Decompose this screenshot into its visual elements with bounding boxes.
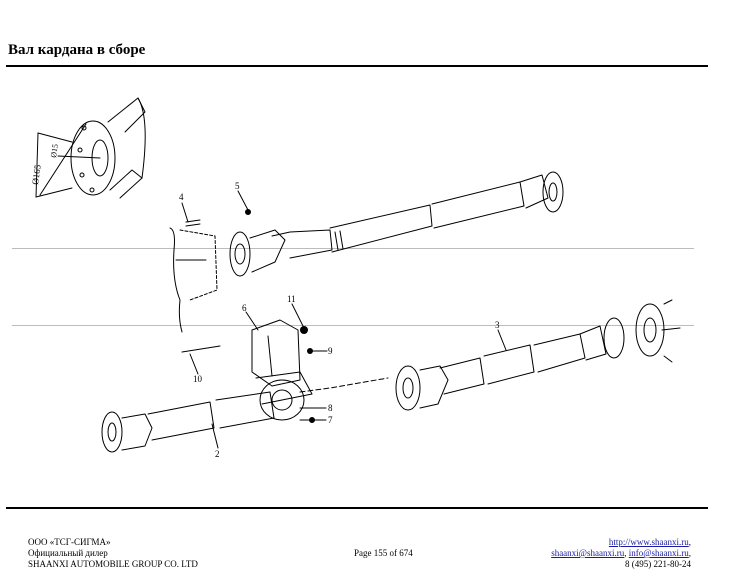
page-number: Page 155 of 674 <box>354 548 413 558</box>
phone-number: 8 (495) 221-80-24 <box>625 559 691 569</box>
separator: , <box>624 548 629 558</box>
nut-7 <box>309 417 315 423</box>
callout-label: 10 <box>193 374 203 384</box>
footer-right: http://www.shaanxi.ru, shaanxi@shaanxi.r… <box>551 537 691 570</box>
email-link[interactable]: shaanxi@shaanxi.ru <box>551 548 625 558</box>
nut-11 <box>300 326 308 334</box>
guide-line <box>12 325 694 326</box>
callout-label: 11 <box>287 294 296 304</box>
dimension-label: Ø15 <box>49 143 60 158</box>
separator: , <box>688 537 691 547</box>
callout-label: 8 <box>328 403 333 413</box>
dealer-label: Официальный дилер <box>28 548 108 558</box>
shaft-2 <box>101 391 275 453</box>
flange-detail <box>35 97 146 199</box>
footer-rule <box>6 507 708 509</box>
shaft-1 <box>229 171 564 277</box>
group-name: SHAANXI AUTOMOBILE GROUP CO. LTD <box>28 559 198 569</box>
header-rule <box>6 65 708 67</box>
footer-left: ООО «ТСГ-СИГМА» Официальный дилер SHAANX… <box>28 537 198 570</box>
support-bearing <box>251 319 313 421</box>
callout-label: 2 <box>215 449 220 459</box>
callout-label: 7 <box>328 415 333 425</box>
separator: , <box>688 548 691 558</box>
callout-label: 9 <box>328 346 333 356</box>
gearbox-outline <box>169 227 183 333</box>
page-title: Вал кардана в сборе <box>8 42 146 58</box>
email-link[interactable]: info@shaanxi.ru <box>628 548 689 558</box>
nut-9 <box>307 348 313 354</box>
callout-label: 3 <box>495 320 500 330</box>
callout-label: 6 <box>242 303 247 313</box>
callout-label: 5 <box>235 181 240 191</box>
guide-line <box>12 248 694 249</box>
site-link[interactable]: http://www.shaanxi.ru <box>608 537 689 547</box>
callout-label: 4 <box>179 192 184 202</box>
company-name: ООО «ТСГ-СИГМА» <box>28 537 111 547</box>
dimension-label: Ø165 <box>30 164 43 186</box>
nut-5 <box>245 209 251 215</box>
shaft-3 <box>395 299 681 411</box>
